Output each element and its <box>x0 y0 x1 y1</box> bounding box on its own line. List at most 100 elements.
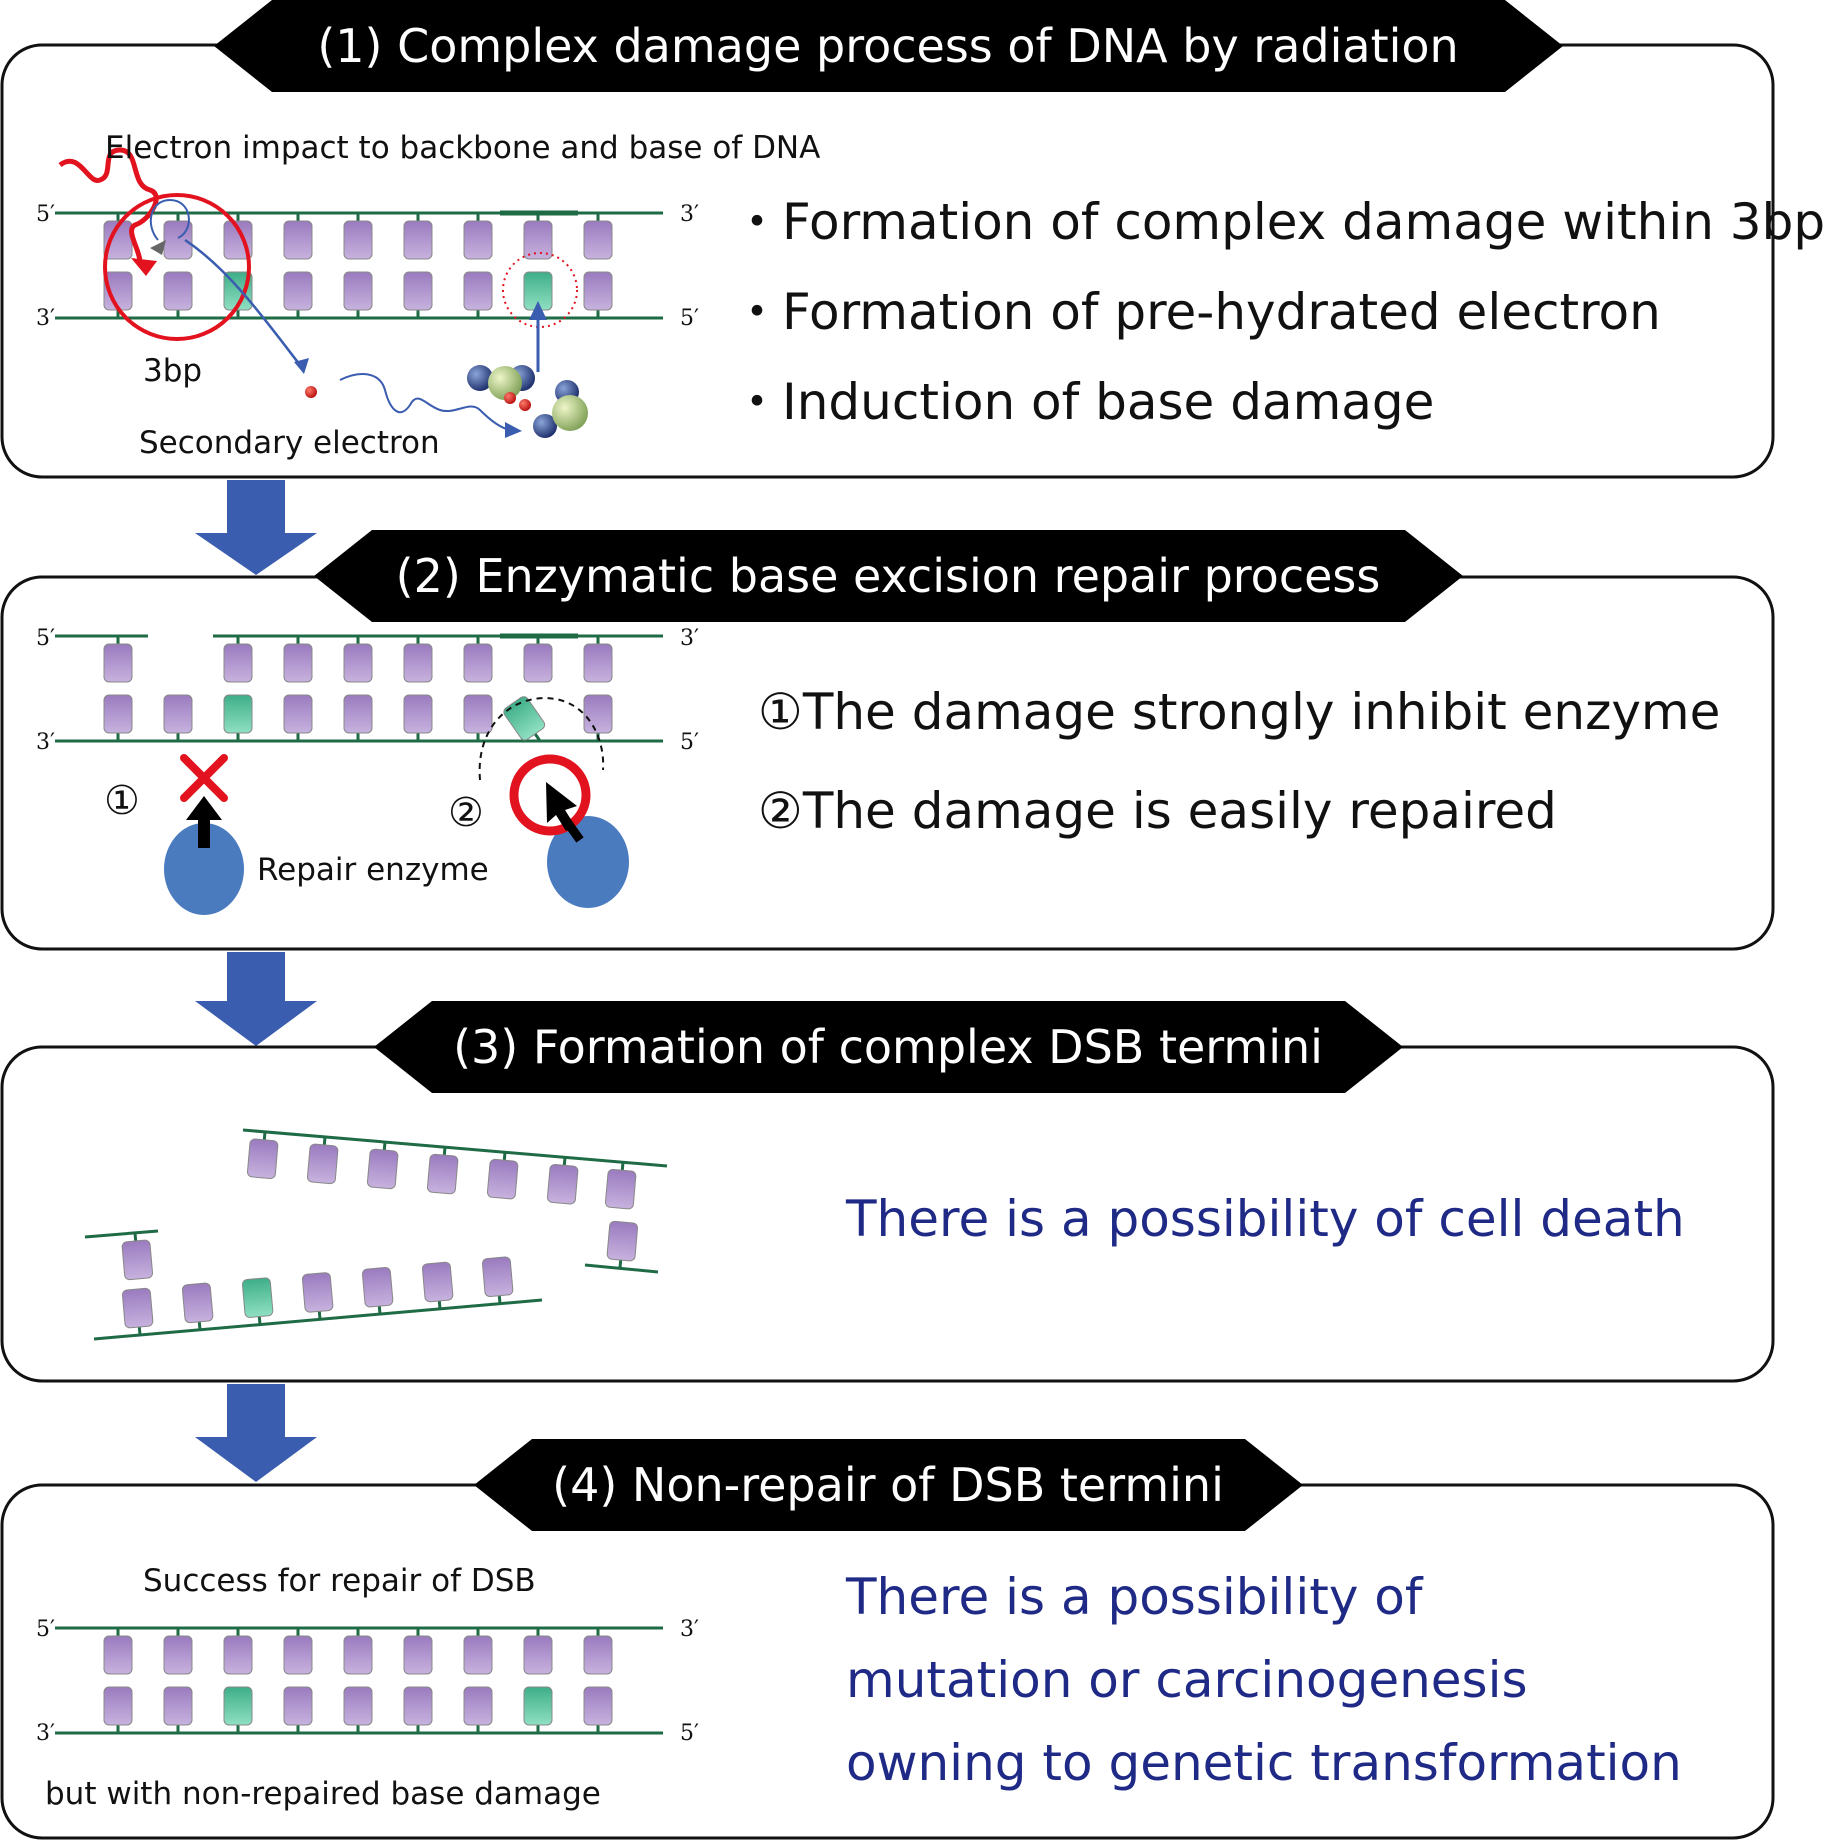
electron-wander-arrowhead-icon <box>505 422 522 438</box>
dna-base-bottom <box>463 1686 493 1733</box>
damage-dotted-circle <box>502 252 578 328</box>
strand-end-3-bottom: 3′ <box>36 306 55 331</box>
dna-base-top <box>283 1628 313 1675</box>
water-molecules-icon <box>467 365 588 438</box>
dna-base-bottom <box>103 694 133 741</box>
dna-base-top <box>403 213 433 260</box>
lower-fragment-backbone <box>93 1298 543 1341</box>
impact-label: Electron impact to backbone and base of … <box>105 130 821 166</box>
panel-2-box <box>0 575 1775 951</box>
three-bp-label: 3bp <box>143 353 203 389</box>
dna-base-bottom <box>283 271 313 318</box>
dna-base-bottom <box>583 271 613 318</box>
dna-base-bottom <box>163 271 193 318</box>
cell-death-message: There is a possibility of cell death <box>846 1190 1685 1248</box>
electron-wander-path <box>339 373 511 431</box>
dna-base-top <box>403 636 433 683</box>
dna-base-bottom <box>463 271 493 318</box>
bullet-pre-hydrated-electron: ・Formation of pre-hydrated electron <box>732 283 1661 341</box>
panel-3-title: (3) Formation of complex DSB termini <box>453 1020 1323 1074</box>
dna-base-bottom <box>463 694 493 741</box>
note-easily-repaired: ②The damage is easily repaired <box>758 782 1557 840</box>
dna-base-top <box>523 1628 553 1675</box>
strand-end-3-bottom: 3′ <box>36 730 55 755</box>
panel-3-title-banner <box>374 1001 1403 1093</box>
strand-end-5-top: 5′ <box>36 202 55 227</box>
dna-base-bottom <box>223 1686 253 1733</box>
dna-base-bottom <box>403 694 433 741</box>
dsb-upper-base <box>246 1131 279 1179</box>
dsb-upper-base <box>366 1141 399 1190</box>
electron-path-arrowhead-icon <box>150 240 166 255</box>
dsb-upper-base <box>546 1157 579 1205</box>
dna-base-bottom <box>583 1686 613 1733</box>
panel-2-title-banner <box>314 530 1463 622</box>
secondary-electron-arrowhead-icon <box>294 358 309 374</box>
dsb-lower-base <box>241 1277 274 1325</box>
cursor-arrow-icon <box>546 782 577 831</box>
panel-4-title: (4) Non-repair of DSB termini <box>552 1458 1224 1512</box>
dna-base-top <box>283 213 313 260</box>
dsb-lower-base <box>181 1282 214 1330</box>
dna-base-top <box>343 213 373 260</box>
panel-2-title: (2) Enzymatic base excision repair proce… <box>396 549 1381 603</box>
panel-1-dna <box>55 210 663 320</box>
dna-base-bottom <box>343 694 373 741</box>
flow-arrow-3 <box>195 1384 317 1482</box>
strand-end-5-bottom: 5′ <box>680 1721 699 1746</box>
dsb-right-stub-base <box>606 1220 639 1269</box>
left-stub-backbone <box>84 1229 159 1239</box>
panel-3-dna <box>84 1128 668 1341</box>
flow-arrow-2 <box>195 952 317 1046</box>
dna-base-top <box>583 1628 613 1675</box>
dsb-lower-base <box>121 1287 154 1336</box>
dna-base-bottom <box>103 1686 133 1733</box>
strand-end-3-top: 3′ <box>680 1617 699 1642</box>
upper-fragment-backbone <box>242 1128 668 1168</box>
panel-2-dna <box>55 633 663 743</box>
dsb-left-stub-base <box>121 1232 154 1281</box>
dna-base-top <box>583 213 613 260</box>
flip-dashed-arc <box>478 697 605 781</box>
strand-end-5-top: 5′ <box>36 1617 55 1642</box>
dna-base-top <box>343 636 373 683</box>
dna-base-top <box>583 636 613 683</box>
dna-base-bottom <box>163 1686 193 1733</box>
strand-end-5-bottom: 5′ <box>680 730 699 755</box>
dna-base-top <box>463 636 493 683</box>
panel-1-title-banner <box>214 0 1563 92</box>
dna-base-top <box>163 1628 193 1675</box>
dna-base-top <box>283 636 313 683</box>
three-bp-circle <box>103 193 251 341</box>
bullet-base-damage: ・Induction of base damage <box>732 373 1435 431</box>
radiation-wave-icon <box>58 147 159 263</box>
flow-arrow-1 <box>195 480 317 575</box>
repair-enzyme-label: Repair enzyme <box>257 852 489 888</box>
dna-base-top <box>343 1628 373 1675</box>
strand-end-3-top: 3′ <box>680 202 699 227</box>
flipped-damaged-base <box>503 696 546 741</box>
dna-base-top <box>403 1628 433 1675</box>
dna-base-bottom <box>403 1686 433 1733</box>
strand-end-5-bottom: 5′ <box>680 306 699 331</box>
dsb-lower-base <box>361 1266 394 1315</box>
repair-success-label: Success for repair of DSB <box>143 1563 536 1599</box>
dsb-lower-base <box>481 1256 514 1304</box>
dna-base-top <box>223 1628 253 1675</box>
red-circle-icon <box>509 754 591 836</box>
mutation-message-line-3: owning to genetic transformation <box>846 1734 1682 1792</box>
case-2-marker: ② <box>448 790 484 836</box>
dna-base-bottom <box>343 271 373 318</box>
dna-base-top <box>223 636 253 683</box>
dsb-upper-base <box>306 1136 339 1185</box>
secondary-electron-icon <box>305 386 317 398</box>
dna-base-bottom <box>283 1686 313 1733</box>
dsb-lower-base <box>421 1261 454 1310</box>
panel-1-title: (1) Complex damage process of DNA by rad… <box>317 19 1458 73</box>
strand-end-5-top: 5′ <box>36 626 55 651</box>
bullet-complex-damage: ・Formation of complex damage within 3bp <box>732 193 1825 251</box>
non-repaired-damage-label: but with non-repaired base damage <box>45 1776 601 1812</box>
dsb-upper-base <box>486 1152 519 1200</box>
red-x-icon <box>180 754 228 802</box>
electron-spiral-icon <box>149 198 190 241</box>
